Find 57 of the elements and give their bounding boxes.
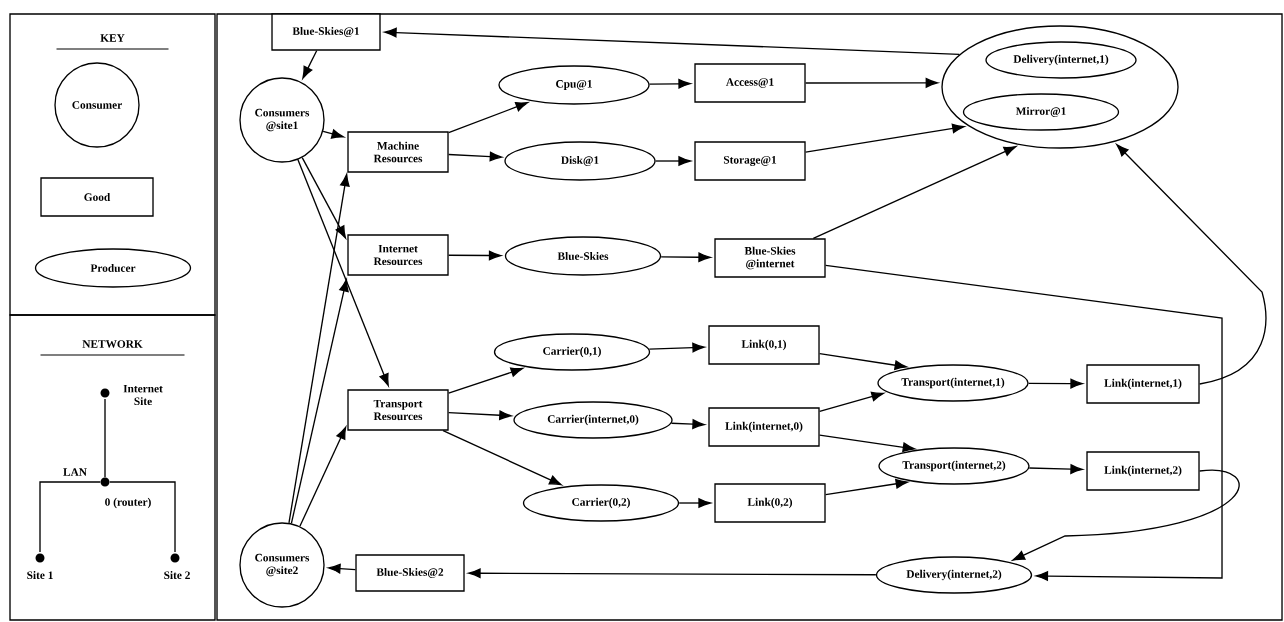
arrow (825, 478, 909, 496)
network-link (104, 398, 106, 478)
network-link (39, 481, 101, 553)
good-box: Transport Resources (347, 389, 449, 431)
arrow (648, 342, 705, 353)
arrow (301, 156, 347, 239)
arrow (805, 78, 939, 88)
arrow (660, 252, 711, 263)
good-box: Blue-Skies@1 (271, 13, 381, 51)
good-box: Link(0,1) (708, 325, 820, 365)
good-box: Storage@1 (694, 141, 806, 181)
arrow (448, 102, 529, 134)
arrow (442, 430, 562, 486)
arrow (448, 367, 524, 394)
good-box: Blue-Skies @internet (714, 238, 826, 278)
arrow (648, 78, 691, 89)
arrow (384, 27, 961, 55)
good-box: Internet Resources (347, 234, 449, 276)
arrow (468, 568, 877, 579)
producer-group-ellipse (941, 25, 1179, 149)
arrow (819, 391, 884, 412)
good-box: Link(internet,1) (1086, 364, 1200, 404)
arrow (1116, 144, 1267, 385)
arrow (302, 50, 318, 79)
arrow (1028, 464, 1083, 474)
good-box: Machine Resources (347, 131, 449, 173)
arrow (1028, 378, 1083, 389)
site-label: Site 2 (164, 571, 190, 579)
good-box: Link(internet,2) (1086, 451, 1200, 491)
arrow (1012, 469, 1240, 561)
network-label: LAN (63, 468, 87, 476)
arrow (678, 498, 711, 508)
site-label: Internet Site (123, 384, 163, 406)
arrow (288, 173, 350, 524)
arrow (328, 563, 356, 574)
site-label: Site 1 (27, 571, 53, 579)
arrow (448, 250, 502, 261)
good-box: Blue-Skies@2 (355, 554, 465, 592)
arrow (819, 352, 908, 371)
network-link (109, 481, 176, 553)
good-box: Link(0,2) (714, 483, 826, 523)
arrow (448, 410, 512, 421)
arrow (297, 158, 389, 387)
arrow (812, 146, 1017, 239)
good-box: Access@1 (694, 63, 806, 103)
good-box: Good (40, 177, 154, 217)
arrow (322, 129, 344, 139)
arrow (805, 123, 965, 153)
site-label: 0 (router) (105, 497, 151, 509)
arrow (819, 434, 916, 453)
arrow (448, 151, 503, 162)
arrow (290, 279, 349, 525)
arrow (655, 156, 691, 166)
arrow (670, 419, 705, 429)
good-box: Link(internet,0) (708, 407, 820, 447)
arrow (825, 264, 1223, 581)
arrow (299, 426, 347, 527)
